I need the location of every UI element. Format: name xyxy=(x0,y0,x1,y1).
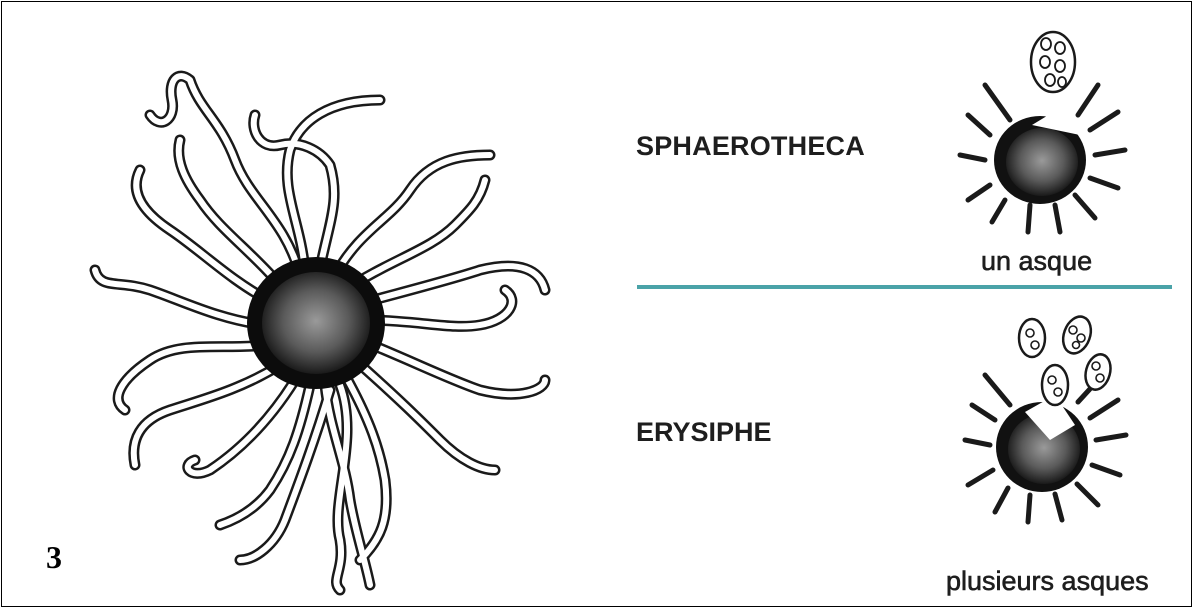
genus-label-sphaerotheca: SPHAEROTHECA xyxy=(636,131,865,162)
caption-un-asque: un asque xyxy=(981,246,1092,277)
sphaerotheca-fruiting-body xyxy=(960,32,1125,232)
erysiphe-fruiting-body xyxy=(965,313,1126,522)
caption-plusieurs-asques: plusieurs asques xyxy=(946,566,1149,597)
cleistothecium-large xyxy=(95,76,545,590)
figure-number: 3 xyxy=(46,539,62,576)
genus-label-erysiphe: ERYSIPHE xyxy=(636,417,772,448)
